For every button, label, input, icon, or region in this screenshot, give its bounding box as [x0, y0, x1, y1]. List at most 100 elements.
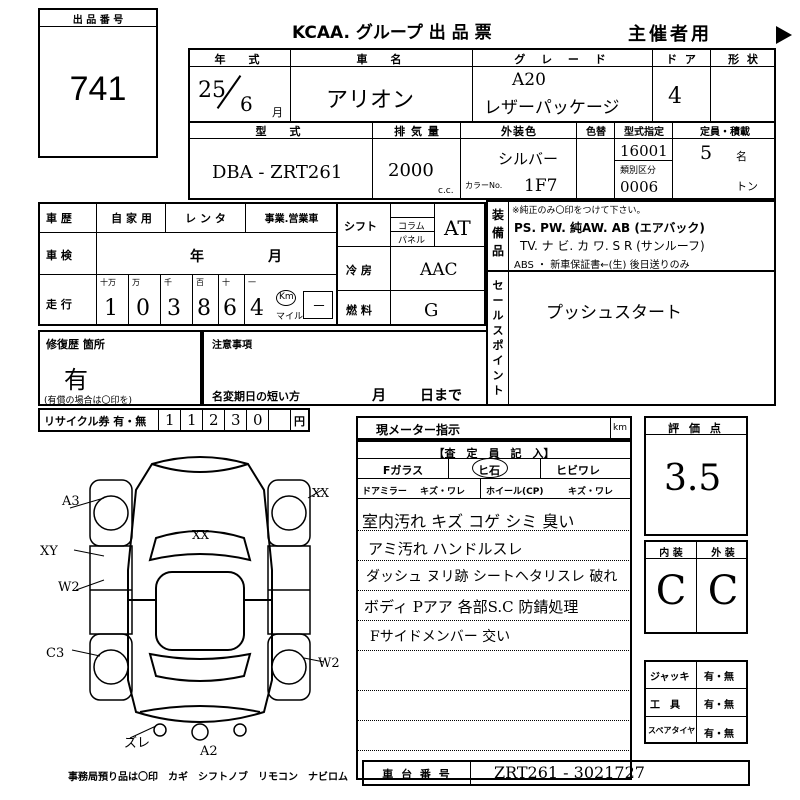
- header-capacity: 定員・積載: [700, 127, 750, 138]
- history-opt-rental[interactable]: レ ン タ: [185, 212, 226, 225]
- recycle-box: [38, 408, 310, 432]
- name-change-label: 名変期日の短い方: [212, 390, 300, 403]
- recycle-digit-1: 1: [165, 411, 175, 429]
- inspector-box: [356, 440, 632, 780]
- vehicle-info-table: [188, 48, 776, 200]
- header-model: 型 式: [255, 125, 307, 138]
- header-color-change: 色替: [586, 127, 606, 138]
- ac-label: 冷 房: [346, 264, 372, 277]
- capacity-value: 5: [700, 142, 713, 164]
- mark-xx-right: XX: [312, 486, 330, 500]
- model-designation-value: 16001: [620, 142, 668, 160]
- km-label: Km: [279, 292, 294, 302]
- jack-label: ジャッキ: [650, 672, 690, 683]
- equipment-line2: TV. ナ ビ. カ ワ. S R (サンルーフ): [520, 239, 705, 253]
- equipment-note: ※純正のみ〇印をつけて下さい。: [512, 206, 646, 216]
- class-value: 0006: [620, 178, 659, 196]
- mark-xx-roof: XX: [192, 528, 210, 542]
- month-unit: 月: [272, 106, 283, 119]
- history-opt-business[interactable]: 事業.営業車: [264, 214, 319, 225]
- ext-color-value: シルバー: [498, 150, 559, 168]
- recycle-digit-3: 2: [209, 411, 219, 429]
- header-doors: ド ア: [666, 53, 698, 66]
- mileage-digit-5: 6: [223, 296, 237, 321]
- color-no-value: 1F7: [524, 176, 558, 196]
- equipment-label: 装 備 品: [491, 208, 504, 258]
- repair-label: 修復歴 箇所: [46, 338, 105, 351]
- remark-1: 室内汚れ キズ コゲ シミ 臭い: [362, 512, 575, 531]
- header-year: 年 式: [214, 53, 266, 66]
- tools-label: 工 具: [650, 700, 680, 711]
- sale-point-box: [486, 270, 776, 406]
- mile-box: [303, 291, 333, 319]
- header-type-spec: 型式指定: [624, 127, 664, 138]
- score-label: 評 価 点: [668, 422, 724, 435]
- mark-xy: XY: [40, 544, 58, 559]
- history-opt-private[interactable]: 自 家 用: [111, 212, 152, 225]
- windshield-label: Fガラス: [382, 464, 424, 477]
- header-body: 形 状: [728, 53, 760, 66]
- digit-header-10k: 万: [132, 278, 140, 287]
- mark-a3: A3: [62, 494, 80, 509]
- exterior-label: 外 装: [711, 548, 735, 559]
- chip-circle-mark: [472, 458, 508, 478]
- digit-header-100: 百: [196, 278, 204, 287]
- mark-c3: C3: [46, 646, 65, 661]
- model-code-value: DBA - ZRT261: [212, 162, 343, 183]
- car-name-value: アリオン: [326, 88, 415, 113]
- sale-point-value: プッシュスタート: [546, 303, 682, 323]
- equipment-line3: ABS ・ 新車保証書←(生) 後日送りのみ: [514, 260, 690, 271]
- grade-line2: レザーパッケージ: [484, 98, 620, 118]
- interior-label: 内 装: [659, 548, 683, 559]
- doors-value: 4: [668, 84, 682, 109]
- door-mirror-label: ドアミラー: [362, 487, 407, 497]
- lot-box: [38, 8, 158, 158]
- remark-4: ボディ Pアア 各部S.C 防錆処理: [364, 598, 579, 616]
- spare-yes-no[interactable]: 有・無: [704, 729, 734, 740]
- mileage-digit-2: 0: [136, 296, 150, 321]
- mark-w2-right: W2: [318, 656, 340, 671]
- lot-label: 出 品 番 号: [72, 15, 124, 26]
- recycle-unit: 円: [294, 415, 305, 428]
- fuel-label: 燃 料: [346, 304, 372, 317]
- repair-note: (有償の場合は〇印を): [44, 396, 133, 406]
- name-change-day: 日まで: [420, 388, 462, 404]
- wheel-label: ホイール(CP): [486, 487, 544, 497]
- month-value: 6: [240, 92, 253, 116]
- sale-point-label: セールスポイント: [492, 279, 504, 397]
- digit-header-10: 十: [222, 278, 230, 287]
- mark-zure: ズレ: [124, 736, 151, 751]
- form-title: KCAA. グループ 出 品 票: [292, 23, 492, 43]
- displacement-value: 2000: [388, 160, 434, 181]
- digit-header-1: 一: [248, 278, 256, 287]
- mileage-digit-6: 4: [250, 296, 264, 321]
- recycle-digit-4: 3: [231, 411, 241, 429]
- interior-grade: C: [655, 568, 687, 614]
- jack-yes-no[interactable]: 有・無: [704, 672, 734, 683]
- exterior-grade: C: [707, 568, 739, 614]
- spare-label: スペアタイヤ: [648, 726, 696, 735]
- mile-label: マイル: [276, 312, 304, 322]
- shift-panel: パネル: [398, 236, 426, 246]
- mileage-digit-4: 8: [197, 296, 211, 321]
- mileage-label: 走 行: [46, 298, 72, 311]
- shift-label: シフト: [344, 220, 377, 233]
- mileage-digit-3: 3: [167, 296, 181, 321]
- shift-table: [336, 202, 486, 326]
- chassis-label: 車 台 番 号: [382, 768, 452, 781]
- tools-yes-no[interactable]: 有・無: [704, 700, 734, 711]
- inspection-month-unit: 月: [268, 249, 282, 265]
- color-no-label: カラーNo.: [465, 181, 503, 190]
- lot-number: 741: [69, 70, 127, 108]
- chassis-number: ZRT261 - 3021727: [494, 763, 645, 782]
- digit-header-1k: 千: [164, 278, 172, 287]
- meter-box: [356, 416, 632, 440]
- remark-3: ダッシュ ヌリ跡 シートヘタリスレ 破れ: [366, 569, 618, 585]
- meter-label: 現メーター指示: [376, 423, 461, 437]
- mile-dash: －: [312, 299, 326, 315]
- inspector-title: 【査 定 員 記 入】: [433, 447, 555, 460]
- km-circle-mark: [276, 290, 296, 306]
- windshield-crack: ヒビワレ: [556, 464, 600, 477]
- digit-header-100k: 十万: [100, 278, 116, 287]
- mark-w2-left: W2: [58, 580, 80, 595]
